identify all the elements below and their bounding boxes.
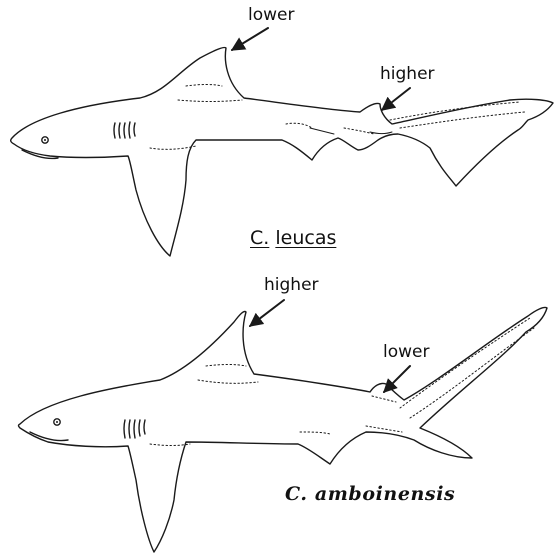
leucas-gill-slits	[114, 122, 135, 138]
amboinensis-dorsal-label: higher	[264, 275, 319, 295]
amboinensis-dorsal-arrow	[250, 300, 284, 326]
leucas-body-outline	[11, 47, 553, 256]
amboinensis-body-outline	[19, 307, 548, 552]
shark-leucas	[11, 47, 553, 256]
leucas-epithet: leucas	[275, 227, 336, 249]
amboinensis-species-name: C. amboinensis	[285, 483, 455, 505]
leucas-second-dorsal-label: higher	[380, 64, 435, 84]
leucas-species-name: C. leucas	[250, 227, 336, 249]
leucas-second-dorsal-arrow	[382, 88, 410, 110]
leucas-genus: C.	[250, 227, 269, 249]
leucas-dorsal-label: lower	[248, 5, 294, 25]
amboinensis-second-dorsal-arrow	[384, 366, 410, 392]
amboinensis-gill-slits	[124, 420, 145, 438]
amboinensis-second-dorsal-label: lower	[383, 342, 429, 362]
shark-amboinensis	[19, 307, 548, 552]
leucas-dorsal-arrow	[232, 28, 268, 50]
